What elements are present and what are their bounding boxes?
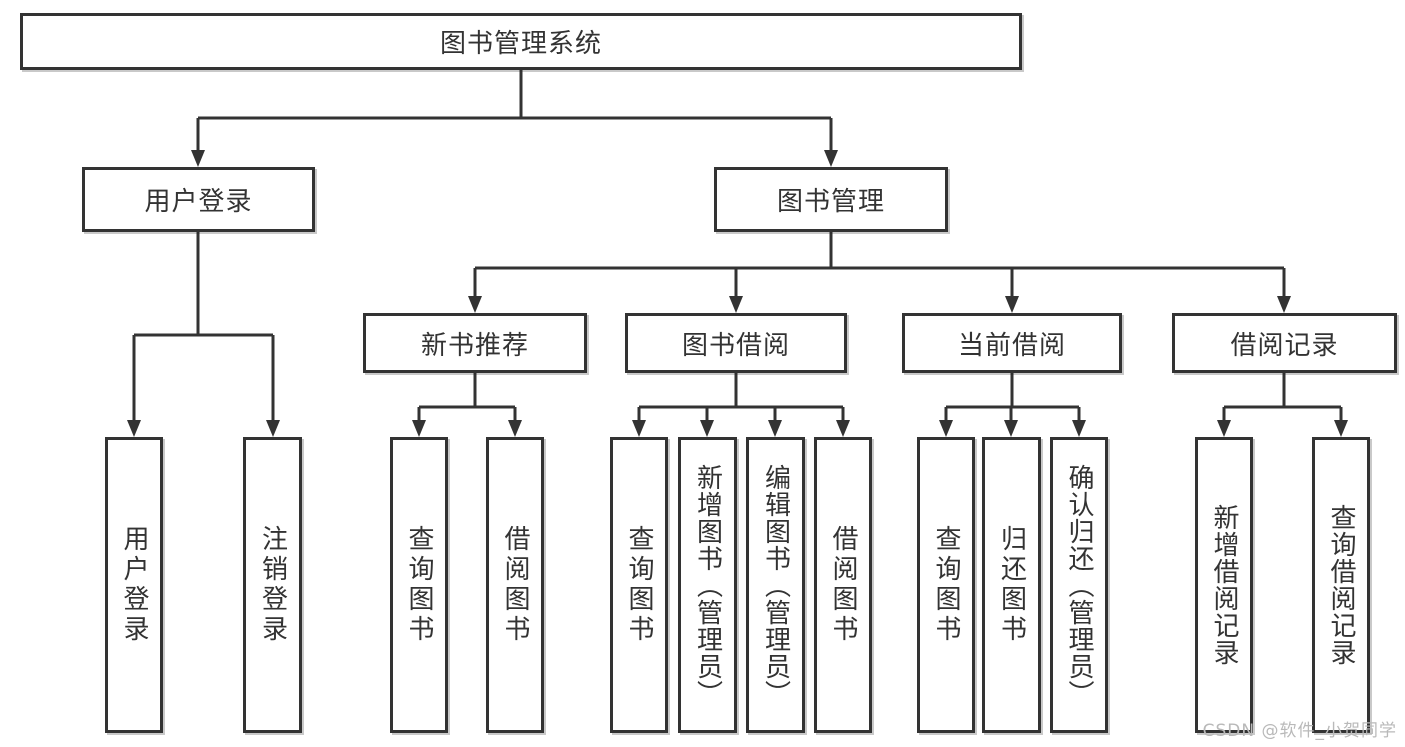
leaf-add-book-admin: 新增图书（管理员） — [678, 437, 737, 733]
leaf-query-books: 查询图书 — [610, 437, 668, 733]
node-label: 图书借阅 — [681, 330, 790, 361]
node-label: 借阅图书 — [500, 525, 530, 645]
node-label: 用户登录 — [119, 525, 149, 645]
leaf-user-login: 用户登录 — [105, 437, 163, 733]
node-label: 查询图书 — [931, 525, 961, 645]
node-library-system: 图书管理系统 — [20, 13, 1022, 70]
leaf-confirm-return-admin: 确认归还（管理员） — [1050, 437, 1108, 733]
node-book-management: 图书管理 — [714, 167, 948, 232]
node-label: 查询图书 — [404, 525, 434, 645]
node-label: 用户登录 — [144, 187, 253, 217]
node-label: 借阅图书 — [828, 525, 858, 645]
leaf-query-books: 查询图书 — [390, 437, 448, 733]
node-label: 新书推荐 — [420, 330, 529, 361]
leaf-add-borrow-record: 新增借阅记录 — [1195, 437, 1253, 733]
node-new-book-recommend: 新书推荐 — [363, 313, 587, 373]
node-borrow-records: 借阅记录 — [1172, 313, 1397, 373]
node-label: 当前借阅 — [957, 330, 1066, 361]
node-book-borrow: 图书借阅 — [625, 313, 847, 373]
node-label: 注销登录 — [257, 525, 288, 645]
node-label: 新增借阅记录 — [1209, 504, 1239, 666]
leaf-borrow-books: 借阅图书 — [486, 437, 544, 733]
leaf-logout: 注销登录 — [243, 437, 302, 733]
node-label: 查询图书 — [624, 525, 654, 645]
node-label: 编辑图书（管理员） — [760, 463, 791, 707]
node-label: 借阅记录 — [1230, 330, 1339, 361]
node-current-borrow: 当前借阅 — [902, 313, 1122, 373]
node-label: 图书管理系统 — [439, 29, 602, 59]
leaf-query-borrow-record: 查询借阅记录 — [1312, 437, 1370, 733]
leaf-return-books: 归还图书 — [982, 437, 1041, 733]
node-label: 新增图书（管理员） — [692, 463, 723, 707]
leaf-borrow-books: 借阅图书 — [814, 437, 872, 733]
node-label: 图书管理 — [776, 187, 885, 217]
leaf-edit-book-admin: 编辑图书（管理员） — [746, 437, 805, 733]
node-label: 查询借阅记录 — [1326, 504, 1356, 666]
node-label: 确认归还（管理员） — [1064, 463, 1094, 707]
node-user-login: 用户登录 — [82, 167, 315, 232]
arrowhead-icons — [127, 150, 1348, 437]
watermark: CSDN @软件_小贺同学 — [1202, 721, 1397, 741]
node-label: 归还图书 — [996, 525, 1027, 645]
leaf-query-books: 查询图书 — [917, 437, 975, 733]
